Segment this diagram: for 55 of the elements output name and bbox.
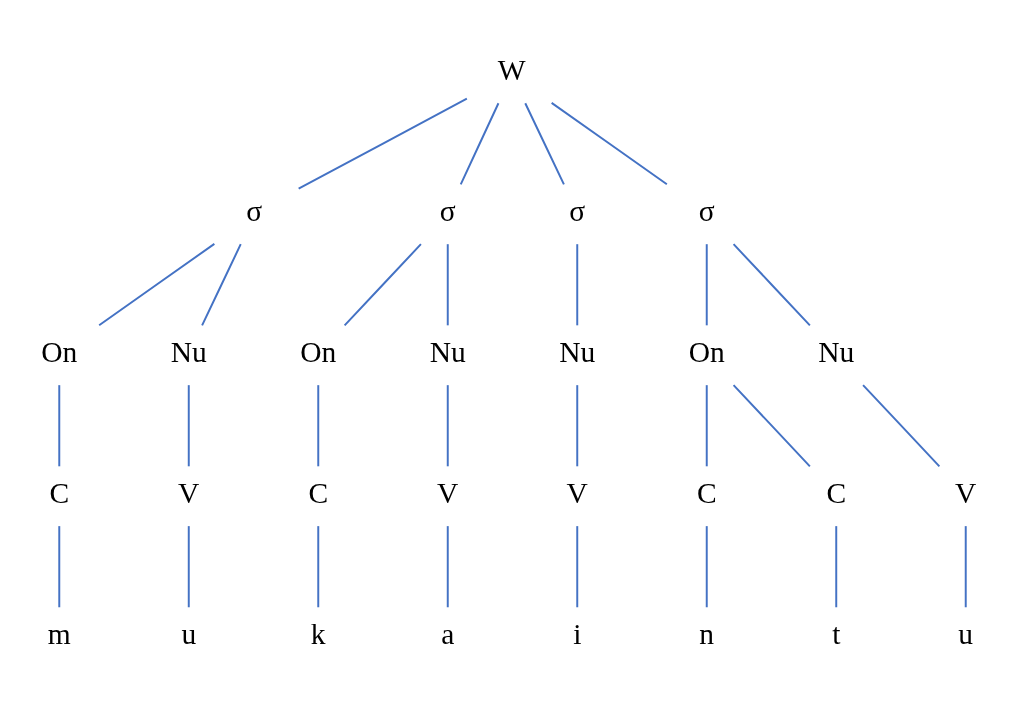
connector	[58, 383, 61, 467]
connector	[835, 524, 838, 608]
connector	[187, 383, 190, 467]
node-text: C	[696, 476, 717, 509]
connector	[297, 97, 468, 190]
node-text: a	[441, 617, 455, 650]
connector	[459, 101, 500, 185]
node-text: On	[300, 335, 337, 368]
connector	[201, 242, 242, 326]
connector	[576, 383, 579, 467]
connector	[550, 101, 668, 185]
node-text: Nu	[818, 335, 855, 368]
connector	[576, 524, 579, 608]
connector	[964, 524, 967, 608]
connector	[705, 383, 708, 467]
connector	[576, 242, 579, 326]
node-text: V	[178, 476, 200, 509]
node-text: Nu	[429, 335, 466, 368]
connector	[446, 383, 449, 467]
node-text: V	[955, 476, 977, 509]
node-text: k	[310, 617, 326, 650]
connector	[524, 101, 565, 185]
connector	[446, 242, 449, 326]
node-text: V	[437, 476, 459, 509]
connector	[732, 242, 811, 326]
node-text: On	[41, 335, 78, 368]
node-text: On	[688, 335, 725, 368]
connector	[187, 524, 190, 608]
connector	[317, 383, 320, 467]
connector	[862, 383, 941, 467]
node-text: m	[47, 617, 71, 650]
connector	[343, 242, 422, 326]
node-text: V	[566, 476, 588, 509]
node-text: σ	[246, 194, 263, 227]
connector	[58, 524, 61, 608]
node-text: σ	[698, 194, 715, 227]
connector	[317, 524, 320, 608]
node-text: t	[832, 617, 841, 650]
node-text: W	[497, 53, 526, 86]
node-text: u	[181, 617, 197, 650]
node-text: C	[826, 476, 847, 509]
node-text: C	[308, 476, 329, 509]
connector	[446, 524, 449, 608]
node-text: σ	[569, 194, 586, 227]
connector	[705, 242, 708, 326]
node-text: i	[573, 617, 582, 650]
node-text: u	[958, 617, 974, 650]
node-text: n	[699, 617, 715, 650]
node-text: C	[49, 476, 70, 509]
connector	[732, 383, 811, 467]
node-text: σ	[439, 194, 456, 227]
connector	[705, 524, 708, 608]
node-text: Nu	[170, 335, 207, 368]
connector	[98, 242, 216, 326]
node-text: Nu	[559, 335, 596, 368]
